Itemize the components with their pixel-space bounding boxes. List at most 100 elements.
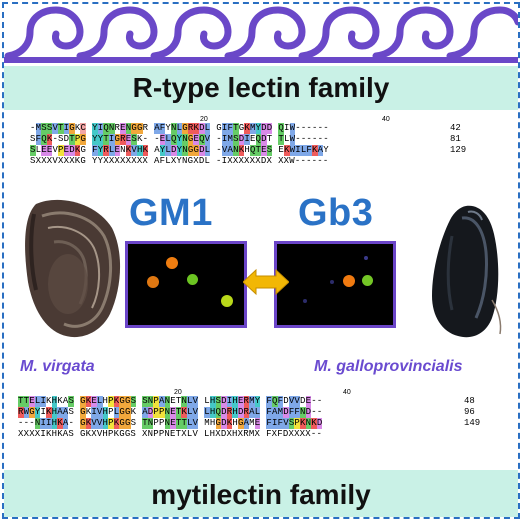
sequence-block: YIQNRENGGR — [92, 123, 148, 134]
residue: A — [62, 407, 69, 418]
residue: T — [175, 407, 182, 418]
residue: N — [164, 418, 171, 429]
residue: N — [34, 418, 41, 429]
residue: L — [165, 134, 172, 145]
residue: N — [147, 418, 154, 429]
double-arrow-icon — [243, 268, 289, 296]
residue: - — [142, 134, 149, 144]
sequence-block: LHSDIHERMY — [204, 396, 261, 407]
sequence-block: SLEEVPEDKG — [30, 145, 86, 156]
residue: K — [74, 123, 81, 133]
residue: Y — [165, 123, 172, 133]
residue: S — [58, 134, 64, 144]
residue: L — [165, 145, 172, 156]
residue: I — [91, 407, 97, 418]
sequence-length: 129 — [450, 145, 467, 155]
residue: N — [147, 396, 154, 407]
residue: I — [221, 134, 228, 145]
residue: F — [288, 407, 295, 418]
residue: G — [114, 134, 121, 145]
residue: S — [215, 396, 222, 407]
spot-green — [362, 275, 373, 286]
residue: F — [92, 145, 98, 156]
residue: - — [317, 123, 324, 133]
residue: D — [305, 407, 312, 418]
residue: D — [237, 407, 244, 418]
residue: M — [35, 123, 42, 134]
residue: K — [57, 396, 63, 406]
sequence-block: ADPPNETKLV — [142, 407, 199, 418]
residue: K — [142, 145, 149, 156]
sequence-block: EKWILFKAY — [278, 145, 329, 156]
residue: E — [91, 396, 97, 407]
residue: V — [221, 145, 228, 156]
wave-decoration — [4, 6, 518, 63]
residue: E — [120, 123, 126, 134]
sequence-block: FQFDVVDE-- — [266, 396, 322, 407]
spot-orange — [343, 275, 355, 287]
residue: S — [288, 418, 295, 429]
residue: Q — [271, 396, 278, 407]
residue: K — [85, 407, 92, 417]
residue: P — [294, 418, 301, 429]
residue: N — [120, 145, 126, 155]
sequence-block: ---NIIHKA- — [18, 418, 74, 429]
residue: Q — [278, 123, 284, 134]
residue: Q — [215, 407, 222, 418]
residue: V — [52, 123, 59, 134]
residue: K — [312, 145, 318, 156]
residue: G — [136, 123, 143, 134]
residue: K — [46, 396, 52, 406]
residue: N — [233, 145, 239, 156]
residue: G — [237, 418, 244, 429]
residue: W — [23, 407, 30, 418]
residue: K — [226, 418, 233, 429]
sequence-length: 48 — [464, 396, 475, 406]
residue: G — [187, 145, 194, 156]
residue: - — [311, 396, 317, 406]
residue: G — [193, 145, 200, 156]
residue: G — [215, 418, 222, 429]
sequence-block: XXXXIKHKAS — [18, 429, 75, 439]
residue: P — [159, 407, 165, 418]
residue: K — [300, 418, 306, 429]
residue: N — [108, 123, 115, 134]
residue: A — [249, 407, 255, 418]
residue: L — [204, 123, 211, 134]
gm1-label: GM1 — [129, 192, 213, 234]
spot-orange-top — [166, 257, 178, 269]
residue: P — [108, 418, 114, 429]
residue: - — [23, 418, 30, 428]
residue: L — [283, 134, 290, 144]
top-title: R-type lectin family — [132, 72, 390, 103]
sequence-length: 96 — [464, 407, 475, 417]
residue: V — [204, 134, 211, 145]
sequence-block: FIFVSPKNKD — [266, 418, 323, 429]
residue: S — [68, 396, 75, 407]
sequence-block: SFQK-SDTPG — [30, 134, 87, 145]
residue: F — [294, 407, 301, 418]
mussel-left-image — [25, 199, 121, 338]
residue: G — [80, 396, 86, 407]
residue: P — [74, 134, 81, 145]
residue: - — [295, 123, 301, 133]
residue: K — [46, 134, 53, 145]
residue: Q — [199, 134, 205, 145]
residue: R — [120, 134, 126, 145]
residue: L — [204, 145, 211, 156]
residue: F — [277, 396, 284, 407]
residue: E — [305, 396, 312, 407]
residue: A — [154, 123, 160, 134]
residue: D — [261, 123, 267, 134]
residue: A — [142, 407, 148, 418]
sequence-block: GKIVHPLGGK — [80, 407, 136, 418]
residue: H — [102, 418, 109, 429]
residue: Y — [92, 123, 98, 134]
residue: P — [153, 407, 160, 418]
residue: L — [96, 396, 103, 407]
residue: V — [96, 407, 103, 418]
residue: S — [266, 145, 273, 156]
